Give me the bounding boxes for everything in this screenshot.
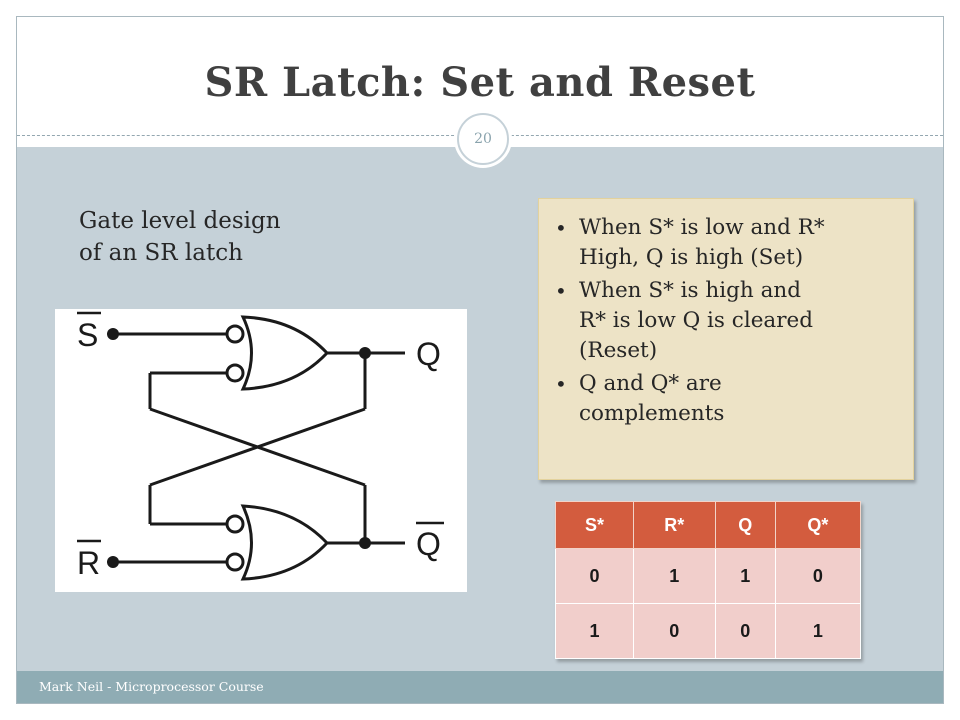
top-gate-bubble-2	[225, 363, 245, 383]
slide-title: SR Latch: Set and Reset	[204, 59, 756, 106]
table-cell: 1	[554, 603, 635, 659]
bottom-gate-bubble-2	[225, 552, 245, 572]
qbar-label: Q	[416, 526, 441, 562]
footer-bar: Mark Neil - Microprocessor Course	[17, 671, 943, 703]
note-line: When S* is high and	[579, 278, 802, 303]
q-junction-node	[359, 347, 371, 359]
note-item: • Q and Q* are complements	[555, 369, 899, 429]
r-label: R	[77, 545, 100, 581]
note-item: • When S* is high and R* is low Q is cle…	[555, 276, 899, 366]
table-row: 1 0 0 1	[554, 603, 862, 659]
table-row: 0 1 1 0	[554, 548, 862, 604]
table-cell: 0	[714, 603, 776, 659]
note-line: complements	[579, 401, 725, 426]
table-header: S*	[554, 501, 635, 549]
table-cell: 1	[774, 603, 862, 659]
footer-text: Mark Neil - Microprocessor Course	[39, 679, 264, 694]
latch-schematic: S R Q Q	[77, 311, 444, 581]
caption-line: of an SR latch	[79, 240, 243, 266]
sr-latch-diagram: S R Q Q	[55, 309, 467, 592]
top-gate-bubble-1	[225, 324, 245, 344]
table-cell: 0	[554, 548, 635, 604]
r-input-node	[107, 556, 119, 568]
slide: SR Latch: Set and Reset 20 Gate level de…	[16, 16, 944, 704]
note-line: (Reset)	[579, 338, 658, 363]
cross-wire-2	[149, 407, 366, 487]
table-cell: 1	[633, 548, 716, 604]
q-label: Q	[416, 336, 441, 372]
table-header-row: S* R* Q Q*	[554, 501, 862, 549]
bullet-dot: •	[555, 372, 567, 396]
table-header: Q*	[774, 501, 862, 549]
caption-line: Gate level design	[79, 208, 281, 234]
qbar-junction-node	[359, 537, 371, 549]
bullet-dot: •	[555, 279, 567, 303]
table-header: R*	[633, 501, 716, 549]
table-cell: 0	[774, 548, 862, 604]
note-line: When S* is low and R*	[579, 215, 825, 240]
note-item: • When S* is low and R* High, Q is high …	[555, 213, 899, 273]
bottom-gate-bubble-1	[225, 514, 245, 534]
bottom-gate	[240, 504, 330, 581]
page-number-badge: 20	[457, 113, 509, 165]
note-line: R* is low Q is cleared	[579, 308, 814, 333]
notes-box: • When S* is low and R* High, Q is high …	[538, 198, 914, 480]
notes-list: • When S* is low and R* High, Q is high …	[555, 213, 899, 429]
note-line: Q and Q* are	[579, 371, 722, 396]
table-cell: 0	[633, 603, 716, 659]
diagram-caption: Gate level design of an SR latch	[79, 205, 379, 269]
table-header: Q	[714, 501, 776, 549]
table-cell: 1	[714, 548, 776, 604]
s-label: S	[77, 317, 98, 353]
bullet-dot: •	[555, 216, 567, 240]
truth-table: S* R* Q Q* 0 1 1 0 1 0 0 1	[554, 501, 862, 659]
s-input-node	[107, 328, 119, 340]
top-gate	[240, 315, 330, 391]
note-line: High, Q is high (Set)	[579, 245, 804, 270]
